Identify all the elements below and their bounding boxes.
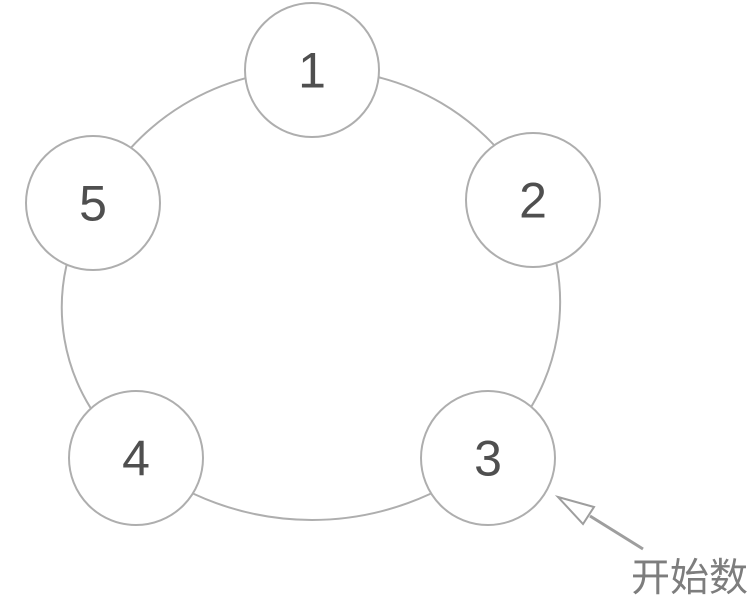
- node-1: 1: [244, 2, 380, 138]
- node-label-4: 4: [122, 431, 150, 487]
- start-arrow: [554, 495, 644, 551]
- node-label-5: 5: [79, 176, 107, 232]
- node-label-2: 2: [519, 173, 547, 229]
- node-circle-5: [25, 135, 161, 271]
- node-5: 5: [25, 135, 161, 271]
- node-label-1: 1: [298, 43, 326, 99]
- arrow-shaft: [589, 514, 644, 551]
- node-circle-3: [420, 390, 556, 526]
- arrow-head-icon: [554, 495, 596, 526]
- node-4: 4: [68, 390, 204, 526]
- node-circle-2: [465, 132, 601, 268]
- node-circle-4: [68, 390, 204, 526]
- node-2: 2: [465, 132, 601, 268]
- start-annotation-label: 开始数: [631, 557, 748, 600]
- node-circle-1: [244, 2, 380, 138]
- node-3: 3: [420, 390, 556, 526]
- node-label-3: 3: [474, 431, 502, 487]
